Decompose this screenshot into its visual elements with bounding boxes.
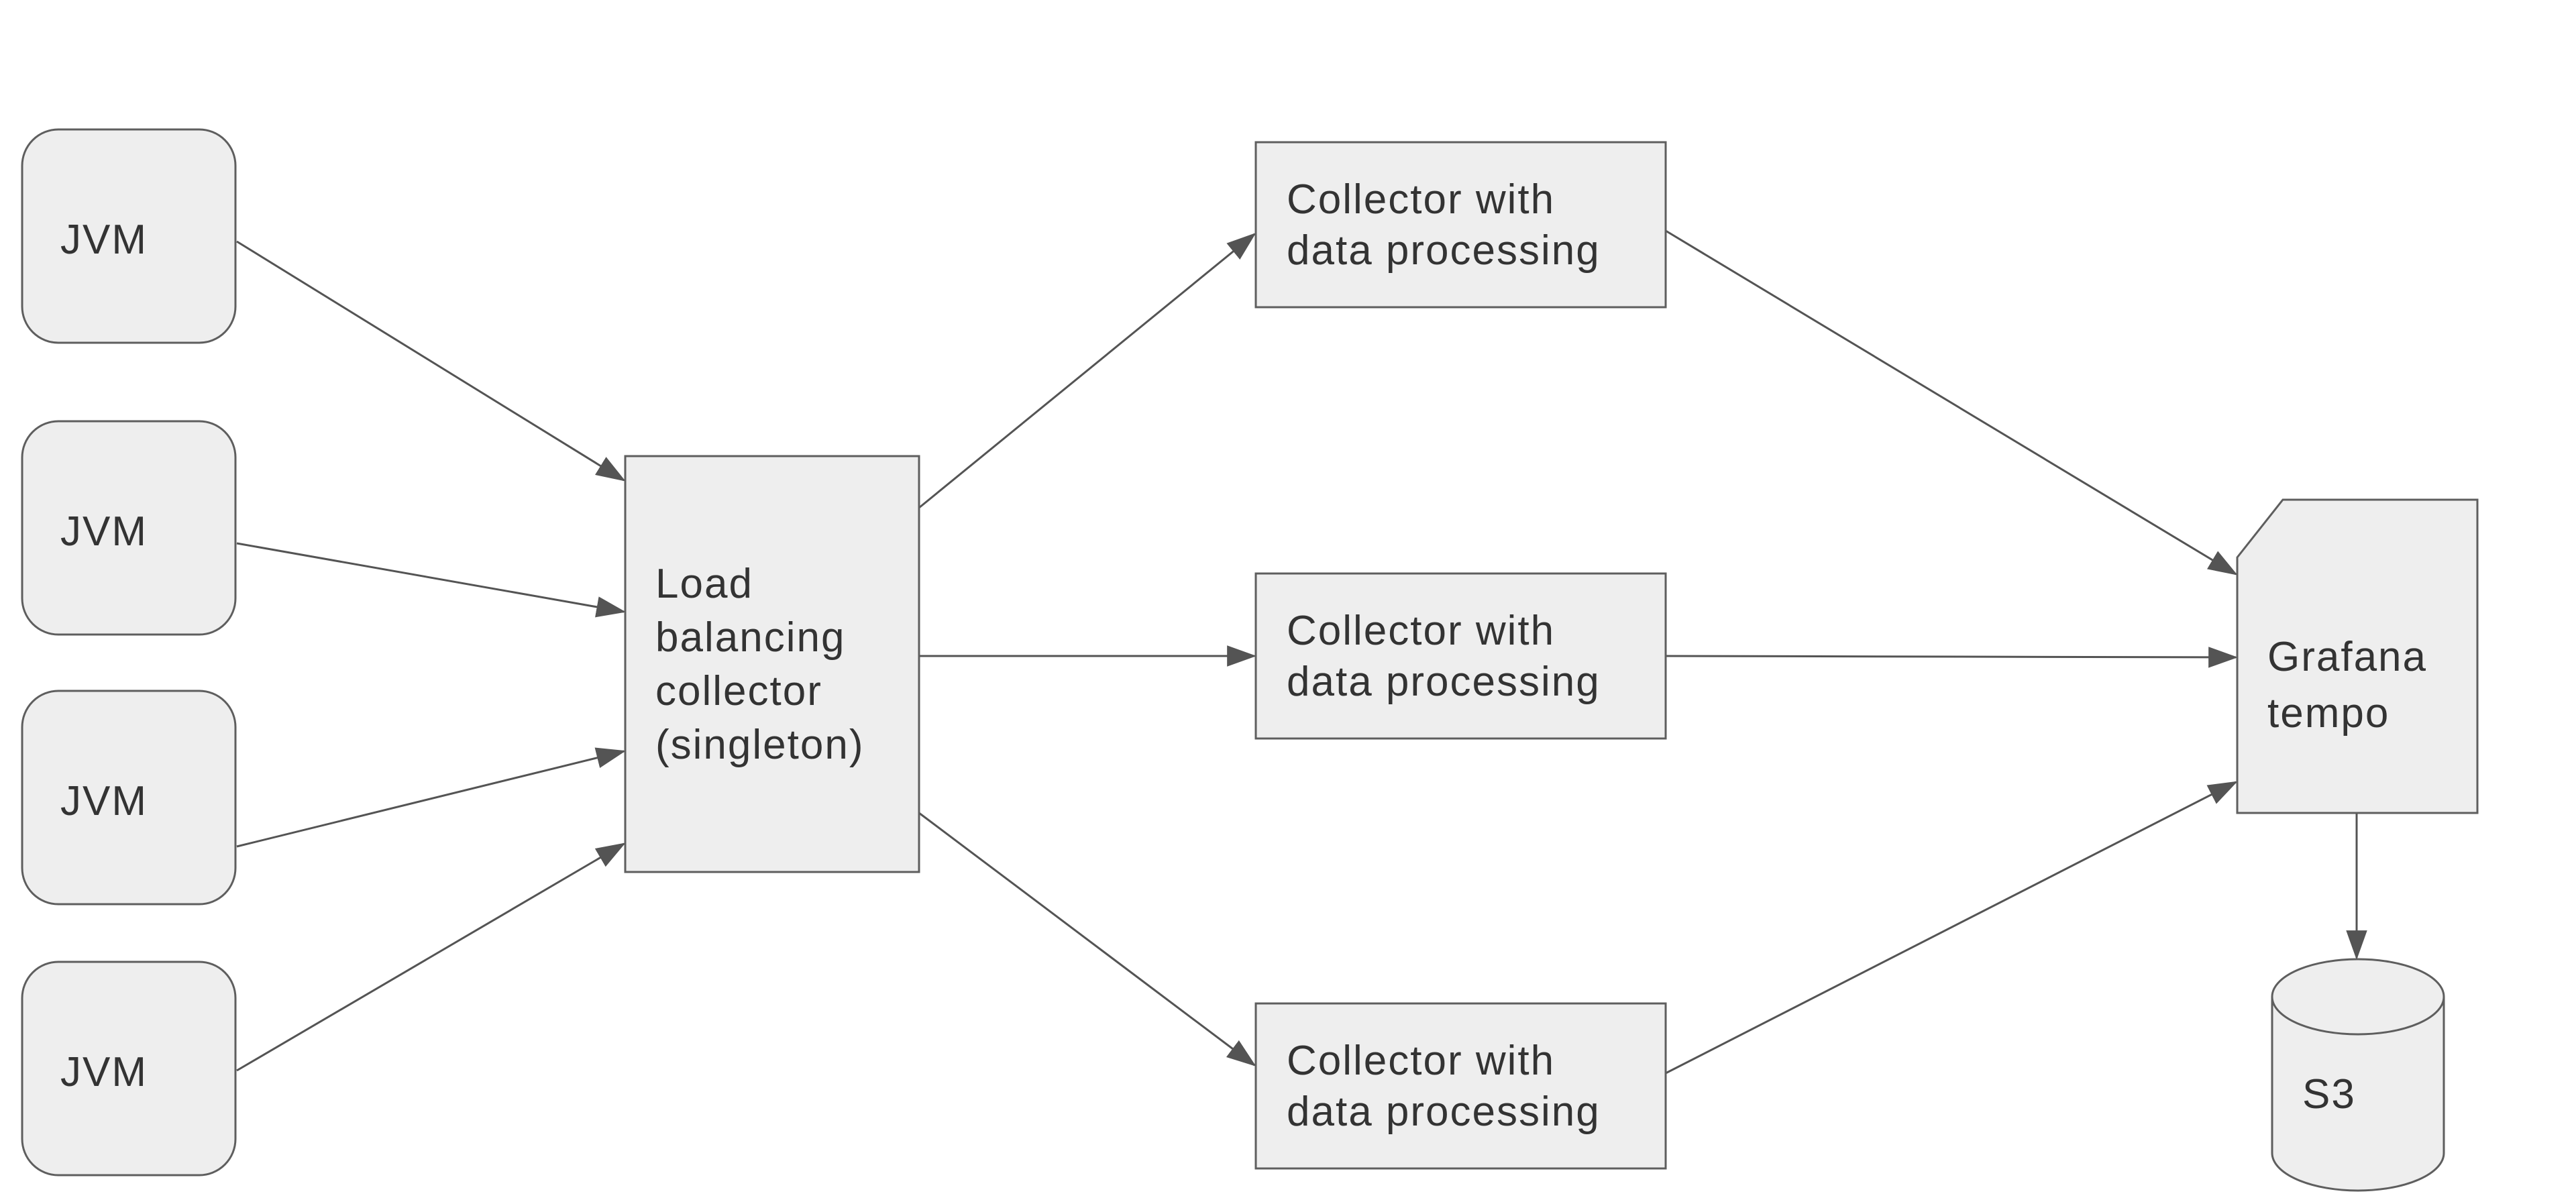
s3-cylinder-top	[2271, 958, 2445, 1036]
grafana-tempo-label-line-1: Grafana	[2267, 634, 2427, 680]
s3-label: S3	[2302, 1071, 2356, 1117]
node-grafana-tempo: Grafana tempo	[2236, 498, 2479, 814]
collector-middle-label-line-1: Collector with	[1287, 608, 1555, 654]
collector-top-shape	[1254, 141, 1667, 309]
collector-top-label-line-1: Collector with	[1287, 176, 1555, 223]
jvm-3-label: JVM	[60, 778, 148, 824]
s3-cylinder-body	[2271, 997, 2445, 1192]
collector-middle-label-line-2: data processing	[1287, 659, 1601, 705]
load-balancing-collector-label-line-3: collector	[655, 668, 822, 714]
grafana-tempo-shape	[2236, 498, 2479, 814]
load-balancing-collector-label-line-2: balancing	[655, 614, 845, 661]
jvm-1-shape	[21, 128, 237, 344]
node-jvm-4: JVM	[21, 961, 237, 1176]
edge-collector-bottom-to-grafana	[1665, 781, 2238, 1075]
grafana-tempo-label-line-2: tempo	[2267, 690, 2390, 736]
jvm-1-label: JVM	[60, 217, 148, 263]
edge-collector-top-to-grafana	[1665, 229, 2238, 576]
node-collector-top: Collector with data processing	[1254, 141, 1667, 309]
edge-jvm-3-to-load-balancer	[236, 747, 627, 848]
edge-collector-middle-to-grafana	[1665, 647, 2239, 668]
load-balancing-collector-label-line-1: Load	[655, 561, 753, 607]
jvm-4-shape	[21, 961, 237, 1176]
load-balancing-collector-shape	[624, 455, 920, 873]
load-balancing-collector-label-line-4: (singleton)	[655, 722, 864, 768]
node-collector-middle: Collector with data processing	[1254, 572, 1667, 740]
node-load-balancing-collector: Load balancing collector (singleton)	[624, 455, 920, 873]
edge-jvm-2-to-load-balancer	[236, 542, 627, 618]
collector-top-label-line-2: data processing	[1287, 227, 1601, 274]
edge-jvm-1-to-load-balancer	[236, 240, 626, 482]
jvm-2-label: JVM	[60, 508, 148, 555]
jvm-3-shape	[21, 690, 237, 906]
node-jvm-2: JVM	[21, 420, 237, 636]
collector-middle-shape	[1254, 572, 1667, 740]
node-jvm-1: JVM	[21, 128, 237, 344]
edge-load-balancer-to-collector-bottom	[918, 812, 1256, 1066]
node-collector-bottom: Collector with data processing	[1254, 1002, 1667, 1170]
collector-bottom-label-line-1: Collector with	[1287, 1038, 1555, 1084]
edges	[236, 229, 2367, 1075]
edge-jvm-4-to-load-balancer	[236, 842, 626, 1072]
node-jvm-3: JVM	[21, 690, 237, 906]
collector-bottom-shape	[1254, 1002, 1667, 1170]
jvm-4-label: JVM	[60, 1049, 148, 1095]
jvm-2-shape	[21, 420, 237, 636]
node-s3: S3	[2271, 958, 2445, 1192]
collector-bottom-label-line-2: data processing	[1287, 1089, 1601, 1135]
edge-load-balancer-to-collector-top	[918, 233, 1256, 509]
